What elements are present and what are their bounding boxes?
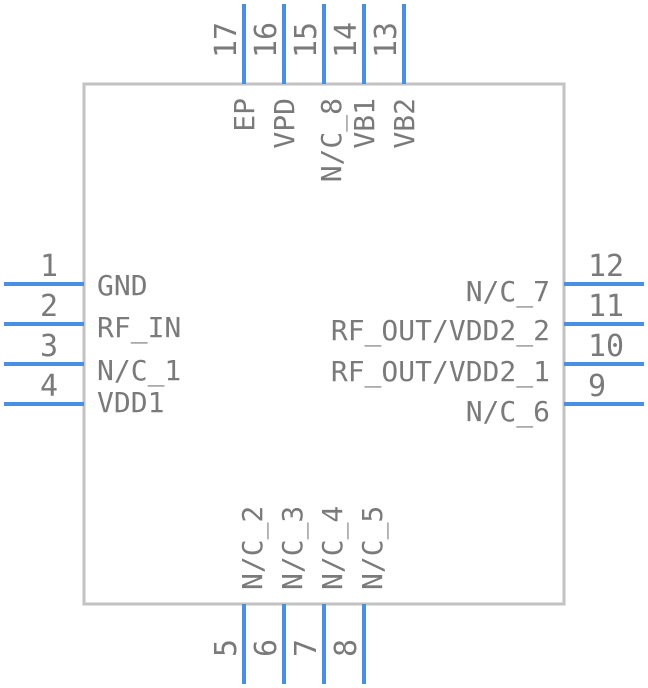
right-pins: 12 11 10 9 N/C_7 RF_OUT/VDD2_2 RF_OUT/VD…: [331, 249, 644, 429]
pin-17-name: EP: [228, 98, 261, 132]
pin-3-name: N/C_1: [97, 354, 181, 388]
pin-16-number: 16: [249, 22, 284, 58]
pin-2-name: RF_IN: [97, 311, 181, 345]
pin-1-number: 1: [40, 249, 58, 284]
pin-4-name: VDD1: [97, 386, 164, 419]
pin-8-name: N/C_5: [356, 506, 390, 590]
pin-12-name: N/C_7: [466, 275, 550, 309]
pin-4-number: 4: [40, 369, 58, 404]
pin-15-number: 15: [289, 22, 324, 58]
pin-3-number: 3: [40, 329, 58, 364]
pin-9-name: N/C_6: [466, 395, 550, 429]
pin-5-number: 5: [209, 639, 244, 657]
pin-15-name: N/C_8: [315, 98, 349, 182]
pin-7-number: 7: [289, 639, 324, 657]
pin-13-number: 13: [369, 22, 404, 58]
pin-10-number: 10: [588, 329, 624, 364]
pin-11-name: RF_OUT/VDD2_2: [331, 314, 550, 348]
pin-7-name: N/C_4: [316, 506, 350, 590]
left-pins: 1 2 3 4 GND RF_IN N/C_1 VDD1: [4, 249, 181, 419]
pin-13-name: VB2: [388, 98, 421, 149]
ic-body: [82, 82, 566, 606]
pin-17-number: 17: [209, 22, 244, 58]
pin-8-number: 8: [329, 639, 364, 657]
pin-16-name: VPD: [268, 98, 301, 149]
pin-5-name: N/C_2: [236, 506, 270, 590]
top-pins: 17 16 15 14 13 EP VPD N/C_8 VB1 VB2: [209, 4, 421, 182]
pin-6-number: 6: [249, 639, 284, 657]
pin-14-name: VB1: [348, 98, 381, 149]
pin-6-name: N/C_3: [276, 506, 310, 590]
pin-11-number: 11: [588, 289, 624, 324]
pin-14-number: 14: [329, 22, 364, 58]
pin-10-name: RF_OUT/VDD2_1: [331, 355, 550, 389]
pin-2-number: 2: [40, 289, 58, 324]
pin-9-number: 9: [588, 369, 606, 404]
pin-12-number: 12: [588, 249, 624, 284]
bottom-pins: 5 6 7 8 N/C_2 N/C_3 N/C_4 N/C_5: [209, 506, 390, 684]
pin-1-name: GND: [97, 269, 148, 302]
